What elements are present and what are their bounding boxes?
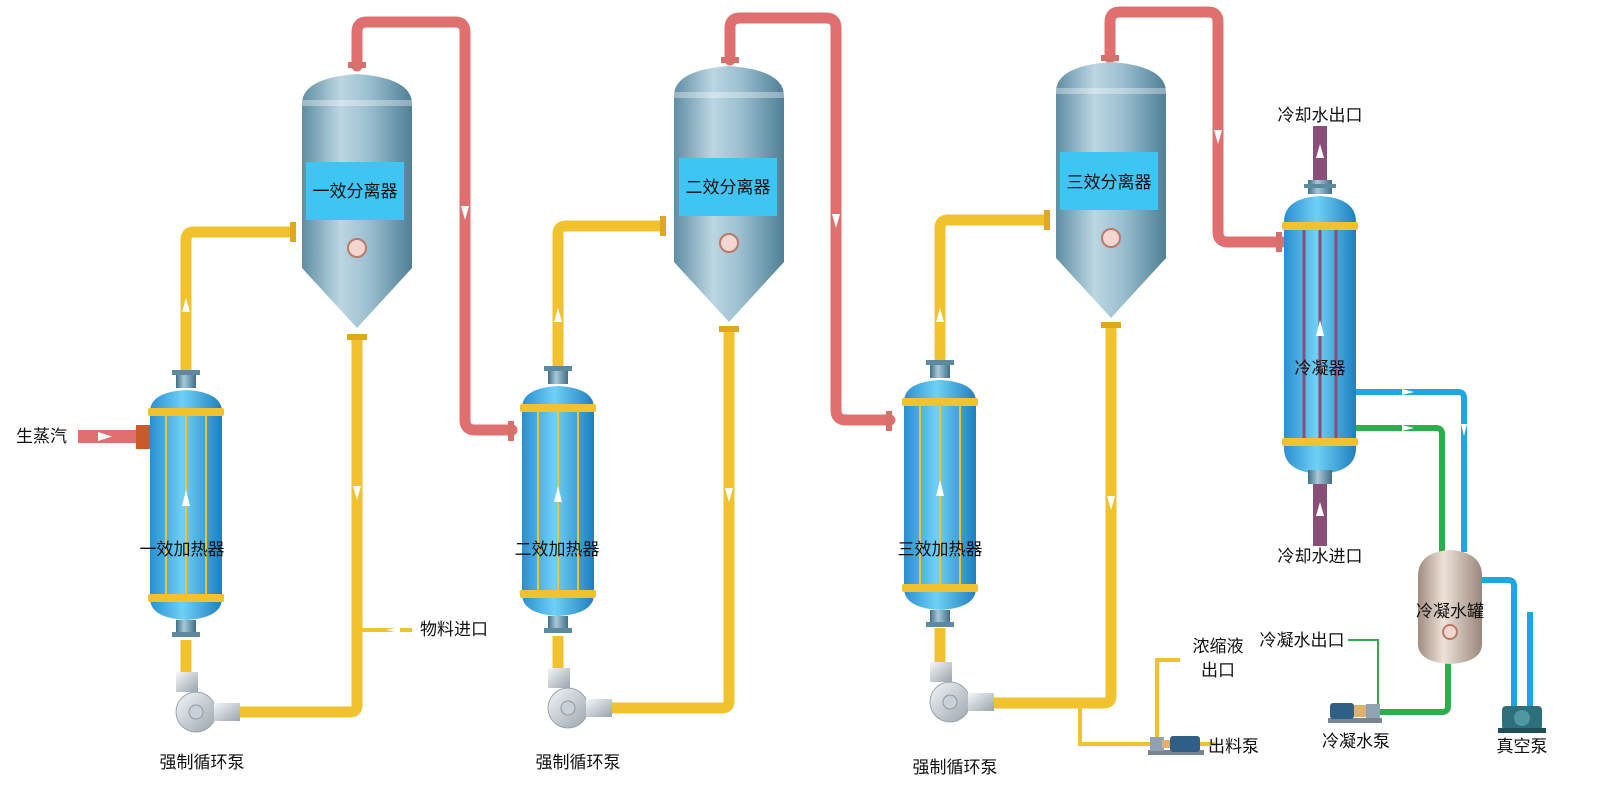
- liquid-flanges: [290, 210, 1121, 340]
- heater-3-label: 三效加热器: [898, 540, 983, 560]
- condensate-pump-label: 冷凝水泵: [1322, 732, 1390, 752]
- conc-outlet-label-1: 浓缩液: [1193, 637, 1244, 657]
- live-steam-label: 生蒸汽: [16, 427, 67, 447]
- heater-2: [520, 366, 596, 633]
- separator-1-label: 一效分离器: [313, 182, 398, 202]
- cooling-water-outlet-pipe: [1313, 126, 1327, 186]
- pump-2-label: 强制循环泵: [536, 753, 621, 773]
- pump-3-label: 强制循环泵: [913, 758, 998, 778]
- discharge-pump: [1148, 736, 1204, 755]
- steam-line-sep1-to-heater2: [351, 16, 518, 436]
- separator-3-label: 三效分离器: [1067, 173, 1152, 193]
- steam-pipes: [351, 6, 1288, 436]
- condensate-tank: [1418, 550, 1482, 664]
- steam-flow-arrows: [461, 130, 1222, 228]
- circulation-pump-2: [547, 668, 612, 729]
- heater-3: [902, 360, 978, 627]
- liquid-flow-arrows: [182, 298, 1115, 633]
- cooling-water-inlet-pipe: [1313, 472, 1327, 546]
- condenser-label: 冷凝器: [1295, 359, 1346, 379]
- heater-2-label: 二效加热器: [515, 540, 600, 560]
- cw-inlet-label: 冷却水进口: [1278, 547, 1363, 567]
- heater-1-label: 一效加热器: [140, 540, 225, 560]
- text-labels: 一效分离器 二效分离器 三效分离器 一效加热器 二效加热器 三效加热器 强制循环…: [16, 106, 1548, 778]
- cw-outlet-label: 冷却水出口: [1278, 106, 1363, 126]
- condenser: [1282, 180, 1358, 484]
- separator-2-label-box: [679, 158, 777, 216]
- live-steam-flange: [136, 425, 150, 449]
- vacuum-flow-arrows: [1402, 389, 1467, 436]
- circulation-pump-3: [929, 662, 994, 723]
- pump-1-label: 强制循环泵: [160, 753, 245, 773]
- condensate-outlet-label: 冷凝水出口: [1260, 631, 1345, 651]
- conc-riser-pipe: [1155, 658, 1180, 740]
- steam-line-sep3-to-condenser: [1104, 6, 1288, 248]
- steam-flanges: [348, 55, 1282, 441]
- sight-glasses: [347, 228, 1121, 258]
- vacuum-lines: [1356, 389, 1533, 708]
- heater-1: [148, 370, 224, 637]
- steam-line-sep2-to-heater3: [724, 12, 896, 426]
- condensate-outlet-pipe: [1348, 639, 1379, 712]
- vacuum-pump: [1498, 706, 1546, 733]
- separator-3-label-box: [1060, 152, 1158, 210]
- condensate-tank-label: 冷凝水罐: [1416, 602, 1484, 622]
- product-draw-pipe: [1078, 703, 1150, 746]
- condensate-lines: [1356, 425, 1451, 715]
- separator-1-label-box: [306, 162, 404, 220]
- separator-2-label: 二效分离器: [686, 178, 771, 198]
- live-steam-arrow: [98, 432, 112, 441]
- liquid-thin-pipes: [357, 628, 1215, 746]
- vacuum-pump-label: 真空泵: [1497, 737, 1548, 757]
- conc-outlet-label-2: 出口: [1201, 661, 1235, 681]
- feed-inlet-label: 物料进口: [420, 620, 488, 640]
- condensate-pump: [1328, 703, 1382, 723]
- discharge-pump-label: 出料泵: [1208, 737, 1259, 757]
- liquid-pipes: [180, 214, 1117, 718]
- circulation-pump-1: [175, 672, 240, 733]
